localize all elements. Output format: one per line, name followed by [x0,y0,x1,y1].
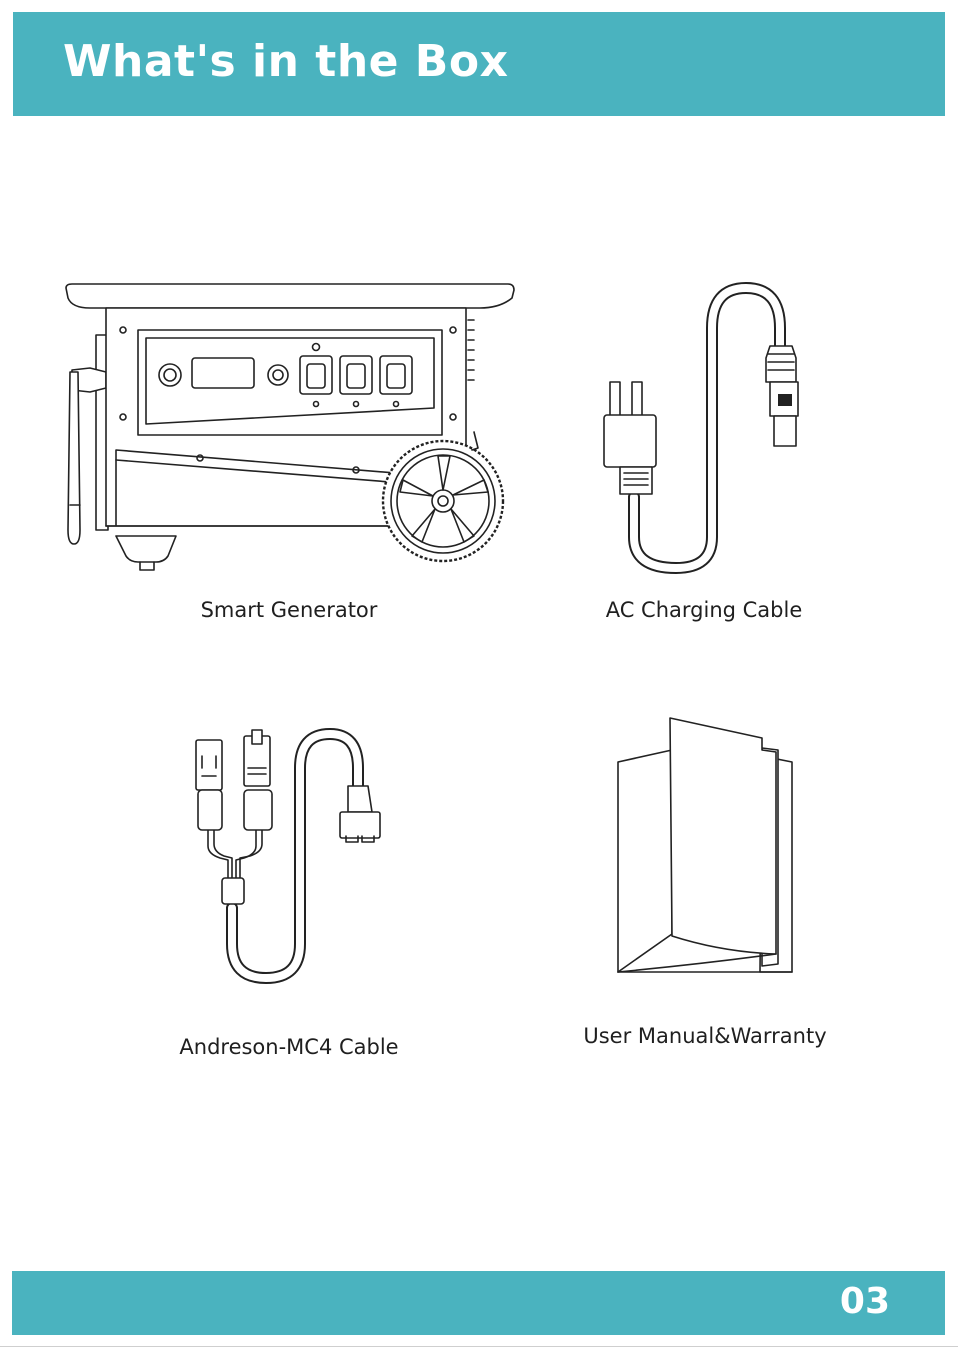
manual-illustration [612,714,798,980]
header-banner: What's in the Box [13,12,945,116]
page-number: 03 [840,1281,890,1322]
page-title: What's in the Box [63,36,508,87]
bottom-divider [0,1346,958,1347]
caption-smart-generator: Smart Generator [201,598,378,622]
caption-ac-charging-cable: AC Charging Cable [606,598,803,622]
footer-banner: 03 [12,1271,945,1335]
caption-user-manual-warranty: User Manual&Warranty [583,1024,826,1048]
generator-illustration [60,280,520,580]
mc4-cable-illustration [190,728,390,988]
ac-cable-illustration [600,282,820,577]
caption-andreson-mc4-cable: Andreson-MC4 Cable [179,1035,398,1059]
